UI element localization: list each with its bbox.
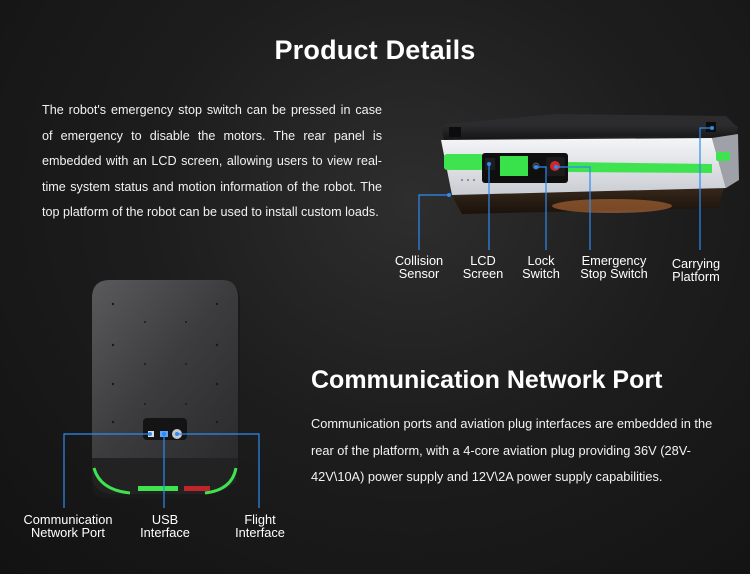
- product-details-description: The robot's emergency stop switch can be…: [42, 103, 382, 220]
- callout-flight-interface: Flight Interface: [235, 512, 285, 540]
- callout-dots-bottom: [148, 432, 179, 436]
- callout-dots-top: [447, 126, 714, 197]
- callout-lcd-screen: LCD Screen: [462, 253, 504, 281]
- communication-section-title: Communication Network Port: [311, 366, 663, 394]
- callout-lock-switch: Lock Switch: [522, 253, 560, 281]
- callout-lines-top: [418, 127, 712, 250]
- robot-top-view: [92, 280, 240, 498]
- callout-emergency-stop-switch: Emergency Stop Switch: [580, 253, 648, 281]
- callout-collision-sensor: Collision Sensor: [394, 253, 444, 281]
- callout-communication-network-port: Communication Network Port: [23, 512, 113, 540]
- callout-usb-interface: USB Interface: [140, 512, 190, 540]
- callout-carrying-platform: Carrying Platform: [671, 256, 721, 284]
- communication-description: Communication ports and aviation plug in…: [311, 416, 713, 484]
- callout-lines-bottom: [63, 433, 260, 508]
- page-title: Product Details: [274, 35, 476, 65]
